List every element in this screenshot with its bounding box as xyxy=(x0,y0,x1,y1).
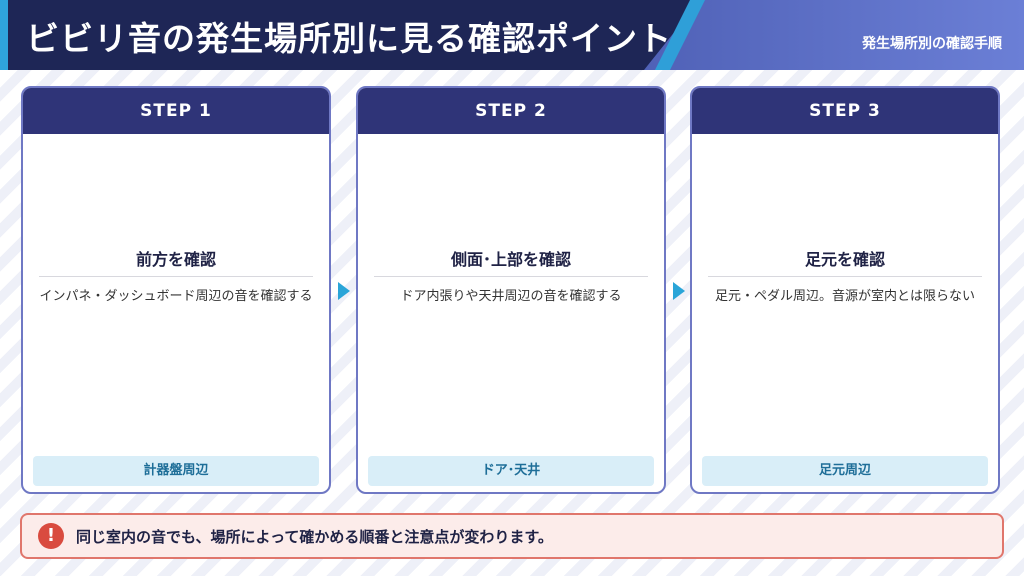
exclamation-icon: ! xyxy=(38,523,64,549)
step-label: STEP 1 xyxy=(23,88,329,134)
step-card-1: STEP 1 前方を確認 インパネ・ダッシュボード周辺の音を確認する 計器盤周辺 xyxy=(21,86,331,494)
step-tag: 計器盤周辺 xyxy=(33,456,319,486)
step-card-2: STEP 2 側面･上部を確認 ドア内張りや天井周辺の音を確認する ドア･天井 xyxy=(356,86,666,494)
notice-text: 同じ室内の音でも、場所によって確かめる順番と注意点が変わります。 xyxy=(76,528,553,546)
step-title: 前方を確認 xyxy=(135,250,216,269)
page-subtitle: 発生場所別の確認手順 xyxy=(862,36,1002,52)
step-tag: ドア･天井 xyxy=(368,456,654,486)
step-card-3: STEP 3 足元を確認 足元・ペダル周辺。音源が室内とは限らない 足元周辺 xyxy=(690,86,1000,494)
header-banner: ビビリ音の発生場所別に見る確認ポイント 発生場所別の確認手順 xyxy=(0,0,1024,70)
step-description: 足元・ペダル周辺。音源が室内とは限らない xyxy=(714,289,975,304)
notice-banner: ! 同じ室内の音でも、場所によって確かめる順番と注意点が変わります。 xyxy=(20,513,1004,559)
divider xyxy=(39,276,313,277)
step-label: STEP 3 xyxy=(692,88,998,134)
divider xyxy=(374,276,648,277)
step-title: 側面･上部を確認 xyxy=(450,250,571,269)
arrow-right-icon xyxy=(338,282,350,300)
page-title: ビビリ音の発生場所別に見る確認ポイント xyxy=(26,19,672,58)
step-tag: 足元周辺 xyxy=(702,456,988,486)
divider xyxy=(708,276,982,277)
header-dark-panel xyxy=(0,0,700,70)
step-label: STEP 2 xyxy=(358,88,664,134)
step-description: インパネ・ダッシュボード周辺の音を確認する xyxy=(39,289,313,304)
header-edge-bar xyxy=(0,0,8,70)
arrow-right-icon xyxy=(673,282,685,300)
step-description: ドア内張りや天井周辺の音を確認する xyxy=(400,289,622,304)
step-title: 足元を確認 xyxy=(804,250,885,269)
